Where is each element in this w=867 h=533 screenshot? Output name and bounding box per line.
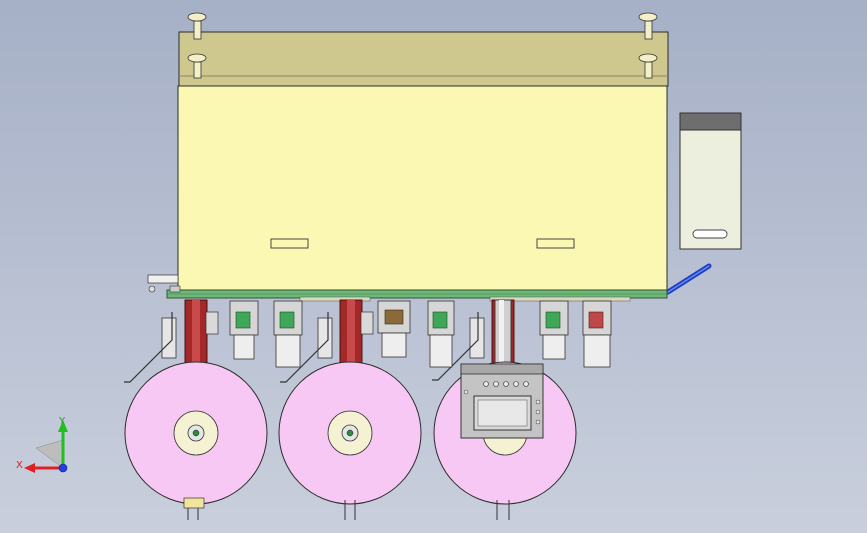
cabinet-handle-right [536,238,575,249]
cylinder-unit-2 [273,300,303,368]
cylinder-unit-3 [377,300,411,358]
leveling-foot-icon [187,53,207,79]
pneumatic-fitting-icon [147,274,181,293]
coordinate-triad: Y X [16,416,68,473]
unwind-mechanism-1 [124,299,219,383]
film-reel-2[interactable] [278,361,422,520]
x-axis-label: X [16,460,23,471]
main-cabinet[interactable] [177,85,668,291]
top-plate [178,31,669,87]
controller-column [494,299,512,367]
blue-guide-rod [665,263,712,295]
base-plate [166,289,668,302]
leveling-foot-icon [187,12,207,40]
top-plate-assembly [178,12,669,87]
panel-buttons [463,381,541,425]
cylinder-unit-1 [229,300,259,360]
cylinder-unit-4 [427,300,455,368]
y-axis-label: Y [58,416,66,427]
leveling-foot-icon [638,53,658,79]
cylinder-unit-6 [582,300,612,368]
box-handle [692,229,728,239]
leveling-foot-icon [638,12,658,40]
cylinder-unit-5 [539,300,569,360]
unwind-mechanism-2 [280,299,374,383]
film-reel-1[interactable] [124,361,268,520]
z-axis-dot [58,463,68,473]
triad-base-icon [35,439,64,469]
side-electrical-box[interactable] [679,112,742,250]
cabinet-handle-left [270,238,309,249]
control-panel[interactable] [460,363,544,439]
